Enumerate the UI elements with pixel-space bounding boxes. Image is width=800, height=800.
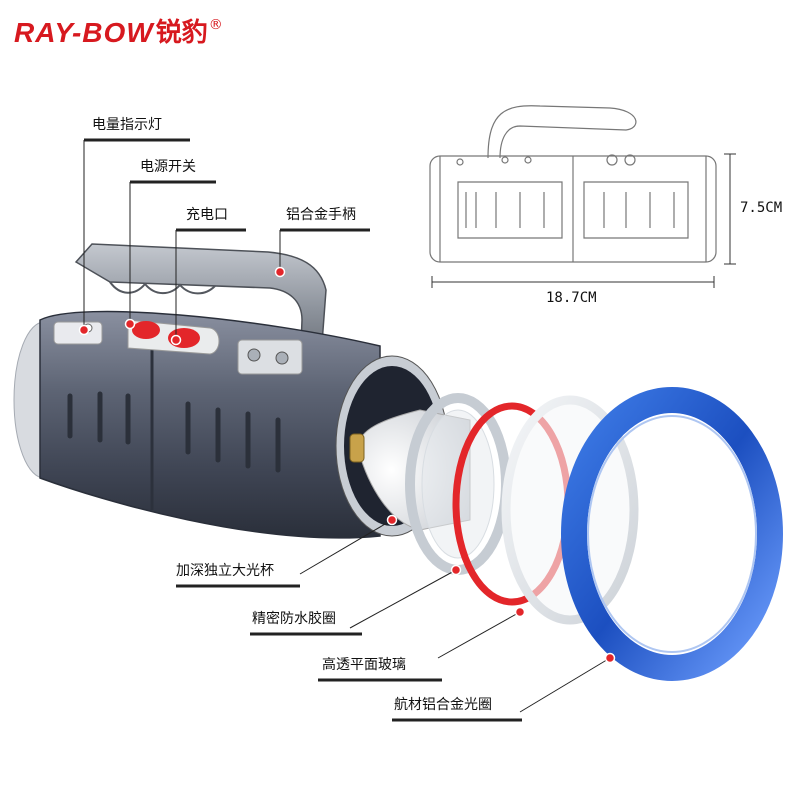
callout-dots: [78, 266, 616, 664]
brand-chinese: 锐豹: [155, 18, 208, 48]
brand-latin: RAY-BOW: [14, 17, 154, 48]
brand-logo: RAY-BOW 锐豹 ®: [14, 17, 223, 49]
registered-mark: ®: [208, 17, 223, 33]
callout-battery-indicator: 电量指示灯: [92, 117, 162, 133]
aluminum-bezel: [561, 387, 783, 681]
callout-charging-port: 充电口: [186, 207, 228, 223]
callout-power-switch: 电源开关: [140, 159, 196, 175]
callout-deep-reflector: 加深独立大光杯: [176, 563, 274, 579]
outline-drawing: [429, 105, 717, 263]
dimension-lines: [431, 153, 736, 288]
callout-aluminum-bezel: 航材铝合金光圈: [394, 697, 492, 713]
dimension-length: 18.7CM: [546, 290, 597, 306]
callout-underlines: [84, 138, 522, 722]
callout-leaders: [83, 140, 611, 713]
callout-flat-glass: 高透平面玻璃: [322, 657, 406, 673]
dimension-height: 7.5CM: [740, 200, 783, 216]
callout-alloy-handle: 铝合金手柄: [286, 207, 356, 223]
callout-waterproof-ring: 精密防水胶圈: [252, 611, 336, 627]
